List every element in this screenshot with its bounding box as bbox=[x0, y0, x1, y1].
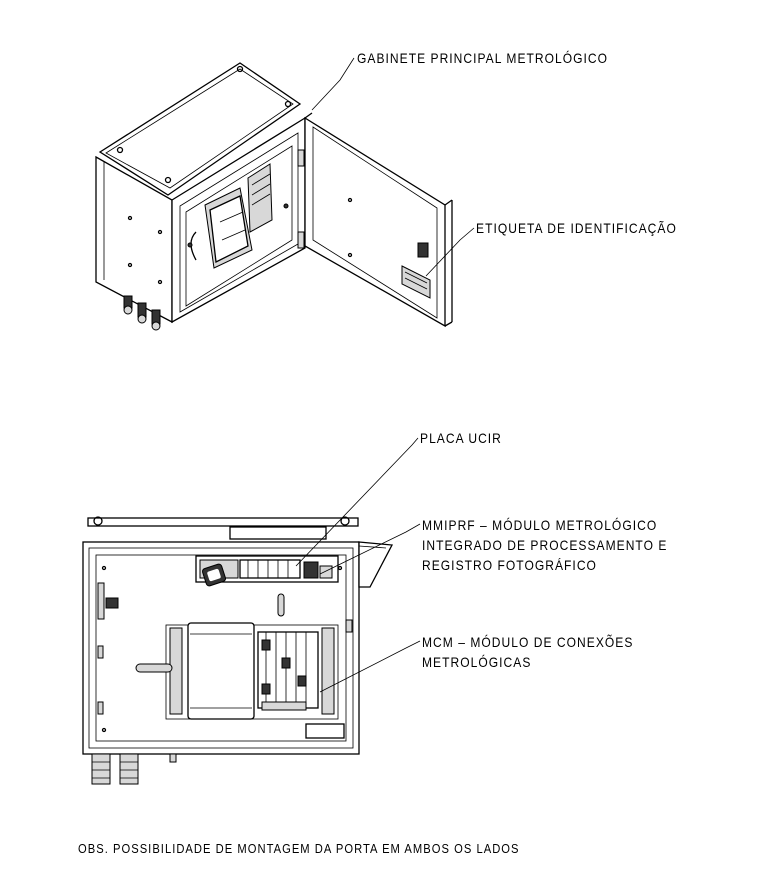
mcm-module bbox=[135, 622, 339, 720]
leader-placa bbox=[295, 437, 419, 567]
cable-glands-iso bbox=[123, 295, 161, 331]
label-mmiprf-line2: INTEGRADO DE PROCESSAMENTO E bbox=[422, 537, 668, 553]
observation-note: OBS. POSSIBILIDADE DE MONTAGEM DA PORTA … bbox=[78, 841, 520, 856]
front-cabinet-view bbox=[82, 437, 421, 785]
label-mcm-line2: METROLÓGICAS bbox=[422, 654, 532, 670]
label-gabinete-principal: GABINETE PRINCIPAL METROLÓGICO bbox=[357, 50, 609, 66]
leader-mcm bbox=[319, 640, 421, 693]
mmiprf-module bbox=[195, 555, 339, 587]
leader-mmiprf bbox=[319, 523, 421, 575]
label-mmiprf-line1: MMIPRF – MÓDULO METROLÓGICO bbox=[422, 517, 658, 533]
label-mcm-line1: MCM – MÓDULO DE CONEXÕES bbox=[422, 634, 634, 650]
leader-etiqueta bbox=[425, 227, 475, 277]
cable-glands-front bbox=[91, 753, 177, 785]
leader-gabinete bbox=[311, 57, 355, 111]
cabinet-lid bbox=[98, 62, 302, 196]
label-mmiprf-line3: REGISTRO FOTOGRÁFICO bbox=[422, 557, 597, 573]
label-etiqueta-identificacao: ETIQUETA DE IDENTIFICAÇÃO bbox=[476, 220, 677, 236]
isometric-cabinet-view bbox=[95, 57, 475, 331]
open-door bbox=[297, 112, 453, 328]
label-placa-ucir: PLACA UCIR bbox=[420, 430, 502, 446]
